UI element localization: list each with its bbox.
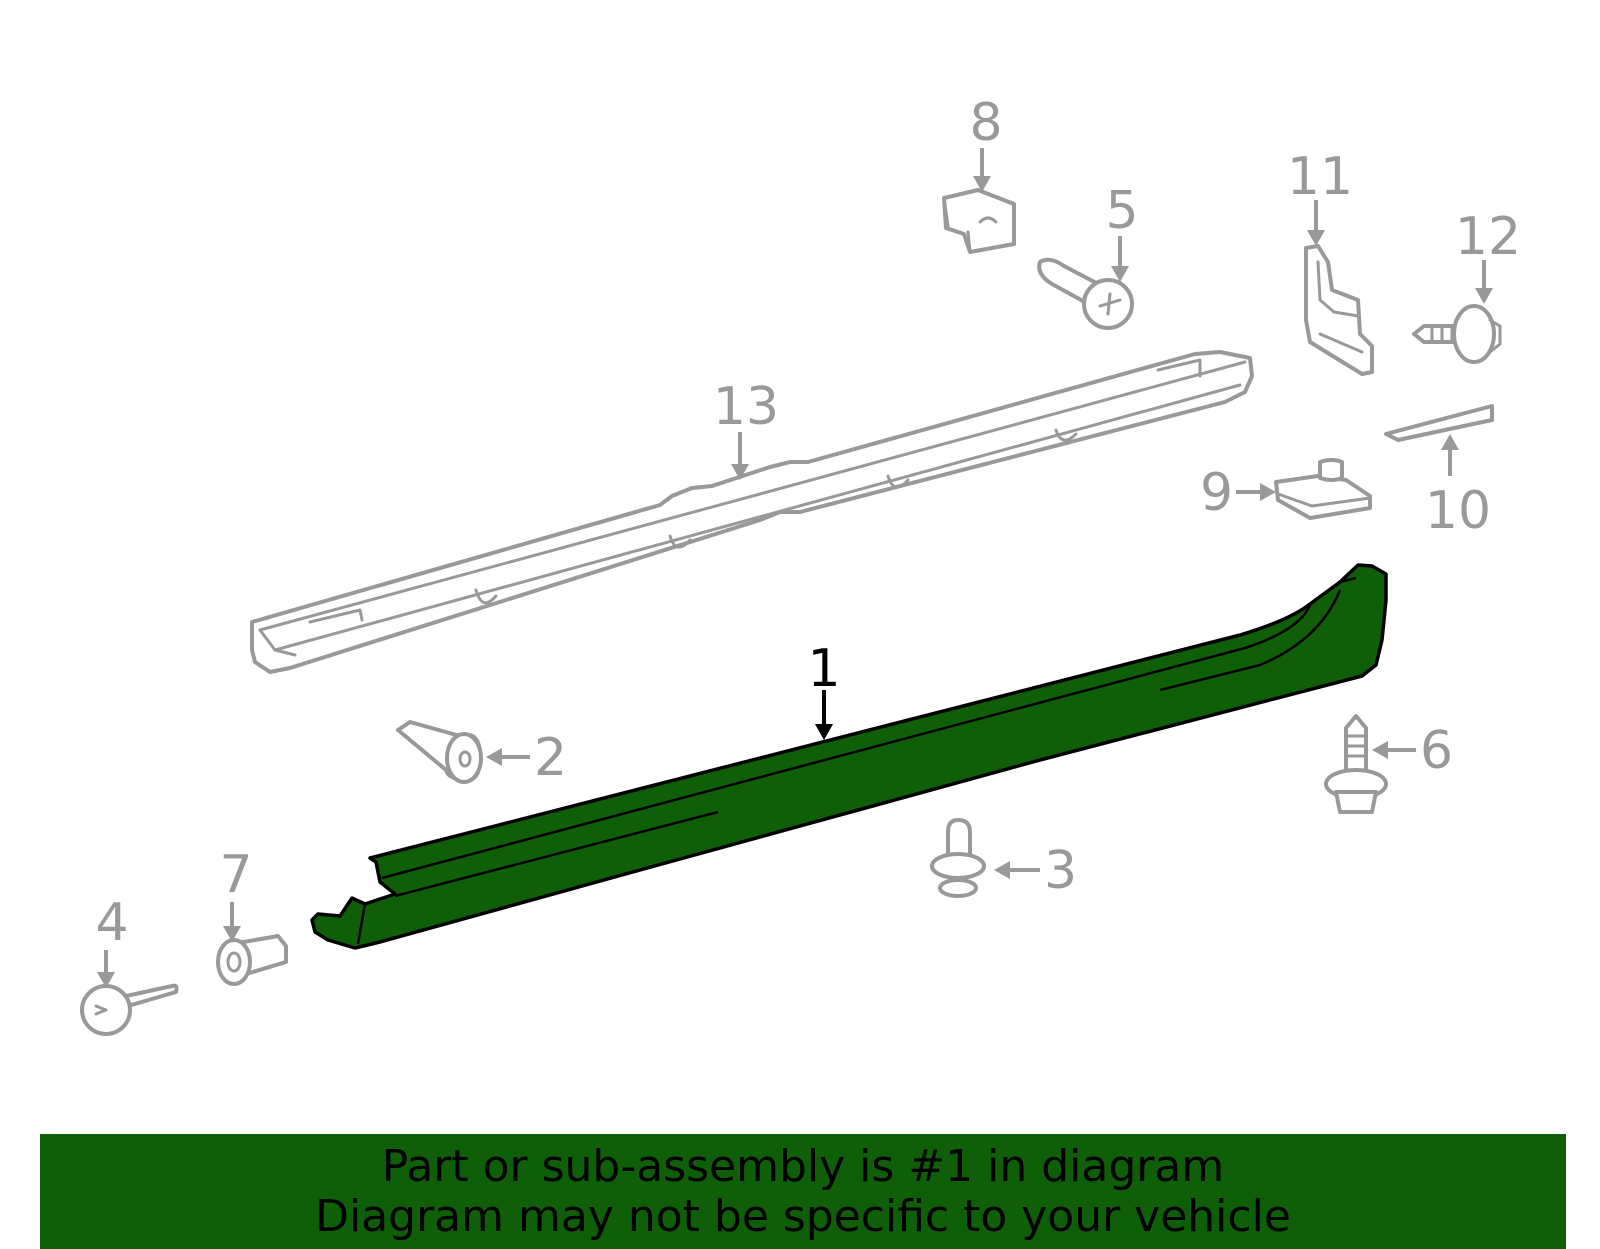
banner-line-part: Part or sub-assembly is #1 in diagram — [381, 1140, 1225, 1192]
part-4-bolt-slot — [94, 1004, 108, 1016]
part-1-panel-end-line — [356, 903, 367, 945]
part-11-bracket — [1304, 244, 1374, 376]
part-10-strip-body — [1384, 404, 1494, 442]
callout-11: 11 — [1287, 147, 1353, 207]
part-12-bolt-flange — [1488, 318, 1502, 354]
part-7-grommet — [216, 934, 288, 986]
callout-2: 2 — [534, 728, 567, 788]
part-2-retainer — [396, 720, 483, 784]
part-6-stud-shaft — [1344, 714, 1368, 774]
part-8-nut-detail — [942, 196, 998, 254]
arrow-13-head — [731, 464, 749, 480]
part-10-strip — [1384, 404, 1494, 442]
part-2-retainer-hole — [458, 750, 472, 768]
part-13-rail-end — [258, 608, 364, 657]
part-7-grommet-head — [216, 938, 252, 986]
part-13-rail-edge — [258, 360, 1247, 632]
arrow-4-head — [97, 972, 115, 988]
part-6-stud-threads — [1346, 734, 1366, 758]
callout-5: 5 — [1105, 181, 1138, 241]
part-3-clip-stem — [946, 818, 972, 862]
arrow-10-head — [1441, 434, 1459, 450]
part-5-screw-cross — [1098, 292, 1122, 316]
part-1-panel-lower-line — [394, 576, 1357, 898]
callout-labels: 1 2 3 4 5 6 7 8 9 10 11 12 13 — [95, 93, 1521, 953]
arrow-11-head — [1307, 230, 1325, 246]
part-1-panel-upper-line — [381, 604, 1312, 880]
part-13-rail-body — [250, 350, 1254, 674]
part-11-bracket-body — [1304, 244, 1374, 376]
callout-12: 12 — [1455, 207, 1521, 267]
arrow-2-head — [486, 748, 502, 766]
part-13-rail — [250, 350, 1254, 674]
part-13-rail-groove — [273, 383, 1242, 652]
banner-line-disclaimer: Diagram may not be specific to your vehi… — [315, 1190, 1291, 1242]
callout-13: 13 — [713, 377, 779, 437]
part-6-stud-nut — [1334, 790, 1378, 814]
arrow-6-head — [1372, 741, 1388, 759]
part-13-rail-clips — [474, 358, 1202, 605]
part-9-plate-edge — [1276, 492, 1372, 508]
arrow-8-head — [973, 176, 991, 192]
part-4-bolt-shank — [124, 983, 179, 1008]
part-9-plate-boss — [1318, 458, 1344, 482]
arrow-5-head — [1111, 266, 1129, 282]
part-6-stud-clip — [1324, 714, 1388, 814]
callout-3: 3 — [1044, 841, 1077, 901]
arrow-9-head — [1260, 483, 1276, 501]
part-12-bolt — [1412, 304, 1502, 364]
part-5-screw — [1037, 257, 1134, 330]
callout-7: 7 — [219, 845, 252, 905]
arrow-12-head — [1475, 288, 1493, 304]
arrow-7-head — [223, 926, 241, 942]
callout-1: 1 — [807, 639, 840, 699]
arrow-1-head — [815, 724, 833, 740]
callout-arrows — [97, 148, 1493, 988]
part-3-clip — [930, 818, 986, 898]
callout-8: 8 — [969, 93, 1002, 153]
callout-9: 9 — [1200, 463, 1233, 523]
part-2-retainer-head — [445, 732, 483, 784]
part-3-clip-flange — [930, 852, 986, 880]
callout-6: 6 — [1420, 721, 1453, 781]
part-7-grommet-hole — [226, 951, 242, 973]
part-11-bracket-detail — [1316, 260, 1364, 354]
part-1-panel-body — [310, 563, 1388, 950]
part-4-bolt — [80, 983, 179, 1036]
callout-4: 4 — [95, 893, 128, 953]
part-3-clip-base — [938, 878, 978, 898]
part-8-nut-clip — [942, 188, 1016, 254]
part-12-bolt-head — [1452, 304, 1496, 364]
part-1-rocker-panel — [310, 563, 1388, 950]
info-banner: Part or sub-assembly is #1 in diagram Di… — [40, 1134, 1566, 1249]
arrow-3-head — [994, 861, 1010, 879]
callout-10: 10 — [1425, 481, 1491, 541]
part-9-clip-plate — [1274, 458, 1372, 520]
